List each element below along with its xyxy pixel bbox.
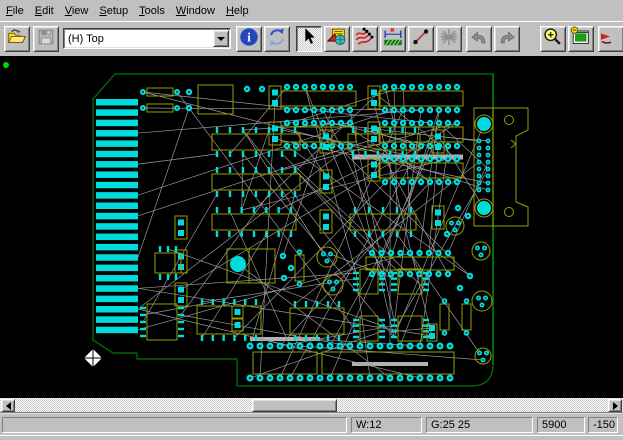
open-folder-icon: [6, 26, 28, 53]
redo-icon: [496, 26, 518, 53]
menu-file[interactable]: File: [2, 2, 28, 20]
status-grid-panel: G:25 25: [426, 417, 533, 433]
arrow-left-icon: [2, 402, 11, 410]
info-button[interactable]: i: [236, 26, 262, 52]
clipped-tool-button[interactable]: [598, 26, 623, 52]
layer-selector-dropdown-button[interactable]: [213, 30, 229, 47]
save-button[interactable]: [33, 26, 59, 52]
menu-view[interactable]: View: [61, 2, 93, 20]
add-connection-icon: [410, 26, 432, 53]
add-connection-button[interactable]: [408, 26, 434, 52]
undo-button[interactable]: [466, 26, 492, 52]
zoom-in-button[interactable]: [540, 26, 566, 52]
horizontal-scrollbar[interactable]: [0, 398, 623, 413]
svg-text:i: i: [247, 30, 251, 44]
menu-setup[interactable]: Setup: [95, 2, 132, 20]
ratsnest-icon: [438, 26, 460, 53]
redo-button[interactable]: [494, 26, 520, 52]
save-icon: [35, 26, 57, 53]
status-bar: W:12 G:25 25 5900 -150: [0, 413, 623, 435]
chevron-down-icon: [217, 37, 225, 45]
place-component-icon: [326, 26, 348, 53]
measure-button[interactable]: [380, 26, 406, 52]
layer-selector-value: (H) Top: [64, 33, 213, 45]
layer-selector[interactable]: (H) Top: [63, 28, 231, 49]
ratsnest-button[interactable]: [436, 26, 462, 52]
pcb-canvas[interactable]: [0, 56, 623, 398]
open-button[interactable]: [4, 26, 30, 52]
scroll-right-button[interactable]: [608, 399, 622, 412]
select-arrow-icon: [298, 26, 320, 53]
info-icon: i: [238, 26, 260, 53]
clipped-tool-icon: [600, 26, 622, 53]
scrollbar-thumb[interactable]: [252, 399, 337, 412]
board-view-button[interactable]: [568, 26, 594, 52]
route-traces-button[interactable]: [352, 26, 378, 52]
status-width-panel: W:12: [351, 417, 422, 433]
menu-edit[interactable]: Edit: [31, 2, 58, 20]
zoom-in-icon: [542, 26, 564, 53]
route-traces-icon: [354, 26, 376, 53]
board-view-icon: [570, 26, 592, 53]
status-y-coordinate: -150: [588, 417, 618, 433]
select-tool-button[interactable]: [296, 26, 322, 52]
scroll-left-button[interactable]: [1, 399, 15, 412]
menu-help[interactable]: Help: [222, 2, 253, 20]
menu-tools[interactable]: Tools: [135, 2, 169, 20]
menu-window[interactable]: Window: [172, 2, 219, 20]
undo-icon: [468, 26, 490, 53]
toolbar: (H) Top i: [0, 21, 623, 56]
menu-bar: File Edit View Setup Tools Window Help: [0, 0, 623, 21]
redraw-button[interactable]: [264, 26, 290, 52]
place-component-button[interactable]: [324, 26, 350, 52]
arrow-right-icon: [613, 402, 622, 410]
status-message-panel: [2, 417, 347, 433]
redraw-icon: [266, 26, 288, 53]
status-x-coordinate: 5900: [537, 417, 585, 433]
measure-icon: [382, 26, 404, 53]
design-canvas-area: [0, 56, 623, 413]
